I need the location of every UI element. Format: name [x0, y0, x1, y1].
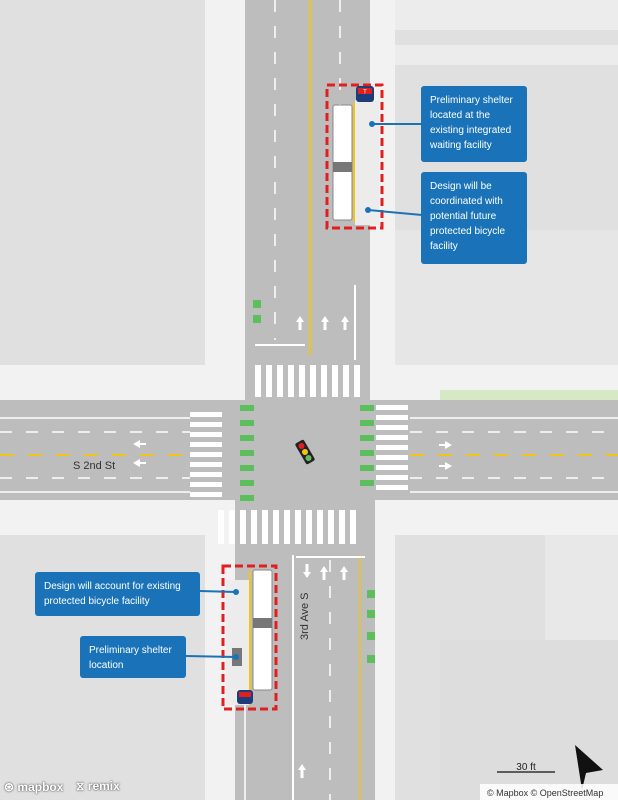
- callout-shelter-south: Preliminary shelter location: [80, 636, 186, 678]
- attribution[interactable]: © Mapbox © OpenStreetMap: [487, 788, 603, 798]
- callout-bicycle-south: Design will account for existing protect…: [35, 572, 200, 616]
- crosswalk-north: [255, 365, 360, 397]
- transit-stop-icon-south: [237, 690, 253, 704]
- callout-shelter-north: Preliminary shelter located at the exist…: [421, 86, 527, 162]
- street-label-3rd-ave-s: 3rd Ave S: [299, 593, 311, 641]
- north-arrow-icon: [575, 745, 603, 790]
- callout-bicycle-north: Design will be coordinated with potentia…: [421, 172, 527, 264]
- sidewalk-west-north: [205, 0, 245, 400]
- scale-label: 30 ft: [516, 762, 536, 773]
- mapbox-logo: ⊛ mapbox: [4, 780, 63, 794]
- transit-stop-icon-north: T: [356, 86, 374, 102]
- stop-box-south: [221, 564, 278, 711]
- bus-icon-north: [332, 104, 353, 221]
- remix-label: remix: [87, 779, 120, 793]
- sidewalk-east-south: [375, 500, 395, 800]
- street-label-s-2nd-st: S 2nd St: [73, 460, 115, 472]
- crosswalk-south: [218, 510, 356, 544]
- lane-arrows: [133, 316, 452, 778]
- crosswalk-west: [190, 412, 222, 497]
- traffic-signal-icon: [295, 439, 315, 465]
- remix-logo: ⧖ remix: [76, 779, 120, 794]
- block-northwest: [0, 0, 205, 365]
- crosswalk-east: [376, 405, 408, 490]
- mapbox-label: mapbox: [17, 780, 64, 794]
- bike-lane-markings: [240, 300, 375, 663]
- mapbox-icon: ⊛: [4, 780, 15, 794]
- stop-box-north: [325, 83, 384, 230]
- bus-icon-south: [252, 569, 273, 691]
- remix-icon: ⧖: [76, 779, 85, 793]
- svg-text:T: T: [363, 90, 367, 96]
